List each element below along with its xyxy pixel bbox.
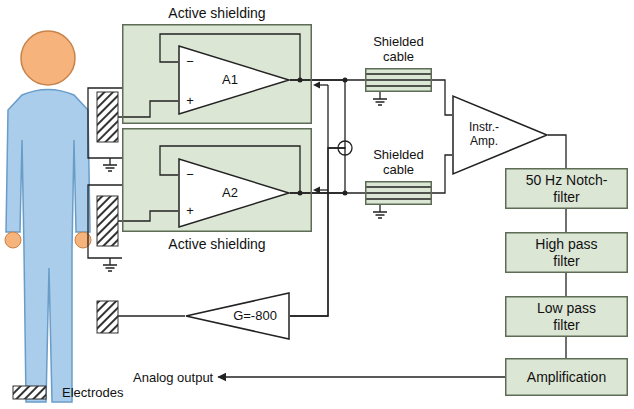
triangle-shape (453, 96, 547, 174)
shield-drive-wire (327, 85, 328, 148)
triangle-shape (186, 293, 289, 339)
legend-label: Electrodes (62, 385, 123, 400)
triangle-shape (179, 159, 289, 227)
shield-drive-wire (319, 189, 328, 190)
pin-sign: − (186, 55, 194, 70)
input-wire (118, 211, 178, 221)
node-label: A1 (222, 73, 238, 88)
heading-label: Shielded cable (359, 35, 439, 65)
signal-wire (565, 209, 566, 232)
filter-box: 50 Hz Notch- filter (505, 168, 628, 209)
legend-swatch (12, 385, 48, 401)
legend-sample (13, 386, 46, 399)
node-label: Instr.- Amp. (462, 121, 506, 149)
cable-fill (365, 181, 432, 205)
ground-symbol (373, 205, 387, 218)
gain-amp: G=-800 (185, 292, 290, 340)
filter-box: Low pass filter (505, 296, 628, 337)
signal-wire (290, 148, 345, 316)
node-label: G=-800 (233, 309, 277, 324)
triangle-shape (179, 46, 289, 114)
electrode (97, 196, 118, 246)
pin-sign: + (186, 94, 194, 109)
cable-fill (365, 68, 432, 92)
output-label: Analog output (133, 370, 213, 385)
op-amp: − + A1 (178, 45, 290, 115)
shield-cup (88, 88, 122, 158)
pin-sign: + (186, 204, 194, 219)
shielded-cable: Shielded cable (365, 181, 432, 205)
ground-symbol (103, 258, 117, 271)
heading-label: Active shielding (168, 236, 265, 252)
shielding-box: −+A1Active shielding (122, 24, 312, 124)
shielded-cable: Shielded cable (365, 68, 432, 92)
signal-wire (565, 273, 566, 296)
shield-drive-wire (319, 84, 328, 85)
arrow-head (313, 82, 320, 89)
filter-box: High pass filter (505, 232, 628, 273)
signal-wire (432, 155, 452, 193)
shielding-box: −+A2Active shielding (122, 128, 312, 232)
shield-cup (88, 185, 122, 258)
ground-symbol (103, 158, 117, 171)
heading-label: Active shielding (168, 5, 265, 21)
output-arrow (218, 376, 505, 377)
node-label: Amplification (527, 369, 606, 385)
node-label: Low pass filter (527, 300, 607, 332)
op-amp: − + A2 (178, 158, 290, 228)
node-label: 50 Hz Notch- filter (517, 172, 617, 204)
ground-symbol (373, 92, 387, 105)
node-label: High pass filter (527, 236, 607, 268)
drive-wire (118, 315, 185, 316)
person-figure (5, 31, 91, 402)
signal-wire (548, 135, 566, 168)
node-label: A2 (222, 186, 238, 201)
amplifier-box: Amplification (505, 358, 628, 396)
input-wire (118, 101, 178, 117)
heading-label: Shielded cable (359, 148, 439, 178)
triangle-outline (452, 95, 548, 175)
cable-conductors (365, 74, 432, 86)
signal-wire (432, 80, 452, 115)
signal-wire (565, 337, 566, 358)
instrumentation-amp: Instr.- Amp. (452, 95, 548, 175)
electrode (97, 92, 118, 142)
signal-wire (290, 80, 345, 316)
legend-item: Electrodes (12, 385, 152, 401)
cable-conductors (365, 187, 432, 199)
pin-sign: − (186, 168, 194, 183)
electrode (97, 301, 118, 333)
